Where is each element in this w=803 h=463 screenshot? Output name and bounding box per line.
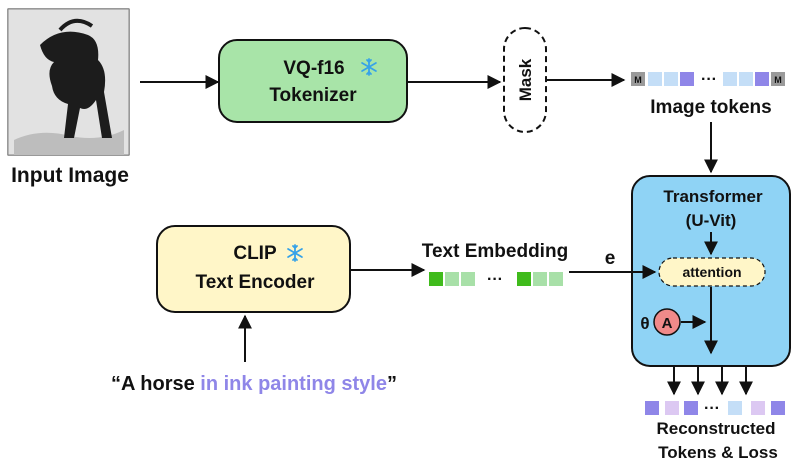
embedding-token — [445, 272, 459, 286]
output-token — [751, 401, 765, 415]
text-embedding-row: ··· — [429, 271, 563, 288]
output-arrows — [667, 367, 753, 396]
output-token — [728, 401, 742, 415]
output-token — [771, 401, 785, 415]
image-token — [648, 72, 662, 86]
embedding-token — [517, 272, 531, 286]
image-token — [739, 72, 753, 86]
tokenizer-subtitle: Tokenizer — [269, 85, 357, 106]
embedding-ellipsis: ··· — [487, 271, 503, 288]
attention-label: attention — [682, 264, 741, 280]
text-embedding-label: Text Embedding — [422, 241, 568, 262]
tokenizer-box — [218, 39, 408, 123]
tokenizer-title: VQ-f16 — [283, 58, 344, 79]
embedding-token — [549, 272, 563, 286]
input-image — [7, 8, 130, 156]
output-token — [665, 401, 679, 415]
theta-symbol: θ — [640, 314, 649, 333]
input-image-caption: Input Image — [11, 164, 129, 187]
embedding-symbol: e — [605, 248, 616, 269]
transformer-title: Transformer — [663, 187, 763, 206]
output-label-line1: Reconstructed — [656, 419, 775, 438]
clip-title: CLIP — [233, 243, 277, 264]
output-token-ellipsis: ··· — [704, 400, 720, 417]
mask-token-label: M — [634, 75, 642, 85]
image-token-row: M ··· M — [631, 71, 785, 88]
embedding-token — [533, 272, 547, 286]
attention-box — [658, 257, 766, 287]
prompt-style-phrase: in ink painting style — [200, 373, 387, 395]
image-token — [680, 72, 694, 86]
mask-token-label: M — [774, 75, 782, 85]
image-token — [723, 72, 737, 86]
mask-box — [503, 27, 547, 133]
mask-token — [771, 72, 785, 86]
adapter-label: A — [662, 315, 673, 332]
image-token — [755, 72, 769, 86]
transformer-subtitle: (U-Vit) — [686, 211, 737, 230]
output-token — [645, 401, 659, 415]
clip-box — [156, 225, 351, 313]
prompt-text: “A horse in ink painting style” — [111, 373, 397, 395]
output-token — [684, 401, 698, 415]
image-token-ellipsis: ··· — [701, 71, 717, 88]
reconstructed-token-row: ··· — [645, 400, 785, 417]
mask-token — [631, 72, 645, 86]
embedding-token — [429, 272, 443, 286]
output-label-line2: Tokens & Loss — [658, 443, 778, 462]
embedding-token — [461, 272, 475, 286]
image-token — [664, 72, 678, 86]
image-tokens-label: Image tokens — [650, 97, 771, 118]
mask-label: Mask — [516, 58, 535, 101]
clip-subtitle: Text Encoder — [196, 272, 316, 293]
adapter-circle — [653, 308, 681, 336]
